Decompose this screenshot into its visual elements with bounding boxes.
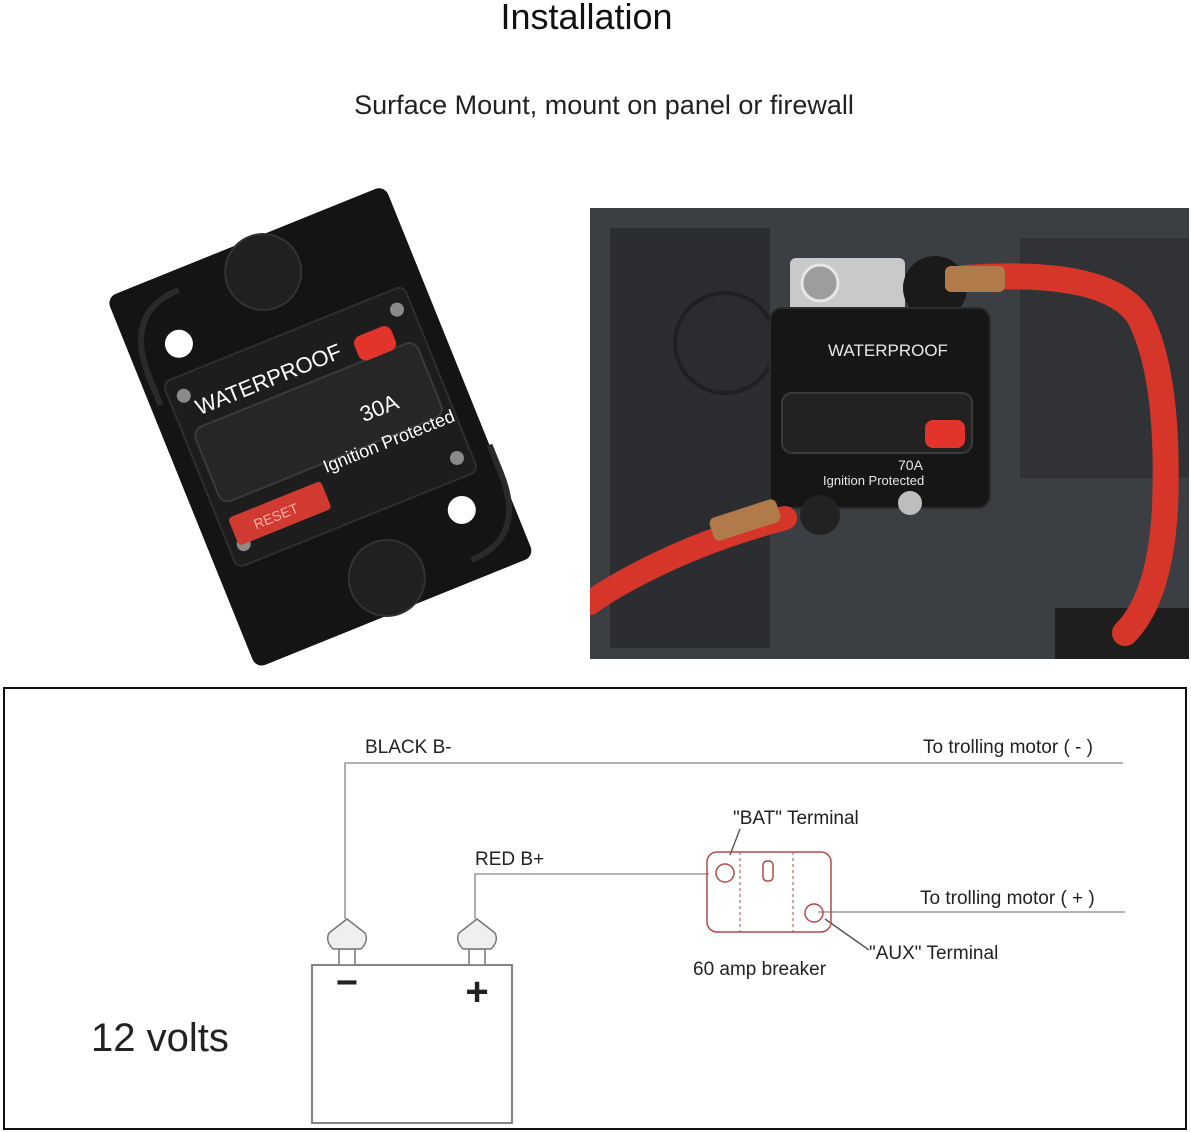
aux-terminal-label: "AUX" Terminal <box>869 943 998 964</box>
screw <box>449 450 464 465</box>
page-title: Installation <box>500 0 673 37</box>
bat-terminal-circle <box>715 863 735 883</box>
positive-symbol: + <box>465 970 488 1014</box>
trip-button <box>354 326 397 361</box>
motor-positive-label: To trolling motor ( + ) <box>920 888 1095 909</box>
aux-terminal-leader <box>824 918 870 951</box>
bottom-terminal-cap <box>347 538 426 617</box>
battery-voltage-label: 12 volts <box>91 1016 229 1060</box>
breaker-lever <box>781 392 973 454</box>
aux-terminal-circle <box>804 903 824 923</box>
bat-terminal-nut <box>800 263 840 303</box>
breaker-body: RESET WATERPROOF 30A Ignition Protected <box>109 188 532 666</box>
mount-hole-top <box>164 329 193 358</box>
page-subtitle: Surface Mount, mount on panel or firewal… <box>354 90 854 120</box>
aux-terminal-nut <box>898 491 922 515</box>
screw <box>390 302 405 317</box>
breaker-symbol <box>706 851 832 933</box>
wiring-diagram: − + BLACK B- To trolling motor ( - ) RED… <box>3 687 1187 1130</box>
neg-terminal-clamp <box>326 918 368 950</box>
screw <box>176 388 191 403</box>
pos-post <box>468 948 486 966</box>
red-wire <box>474 873 709 919</box>
reset-slot <box>762 860 774 882</box>
bat-terminal-label: "BAT" Terminal <box>733 808 859 829</box>
pos-terminal-clamp <box>456 918 498 950</box>
battery-body <box>311 964 513 1124</box>
diagram-frame <box>3 687 1187 1130</box>
mount-hole-bottom <box>447 495 476 524</box>
red-cable-top <box>952 263 1179 646</box>
reset-tab <box>229 481 331 545</box>
bat-terminal-leader <box>729 828 741 856</box>
motor-negative-label: To trolling motor ( - ) <box>923 737 1093 758</box>
black-wire <box>344 762 1123 919</box>
breaker-product-photo: RESET WATERPROOF 30A Ignition Protected <box>109 188 532 666</box>
reset-lever <box>194 342 443 503</box>
red-wire-label: RED B+ <box>475 849 544 870</box>
breaker-outline <box>706 851 832 933</box>
installed-breaker-photo: WATERPROOF 70A Ignition Protected <box>590 208 1189 659</box>
panel-knob <box>673 291 777 395</box>
cap-strap-top <box>138 287 180 407</box>
negative-symbol: − <box>336 962 358 1004</box>
black-wire-label: BLACK B- <box>365 737 452 758</box>
ignition-protected-label: Ignition Protected <box>823 473 924 488</box>
cap-strap-bottom <box>470 443 512 563</box>
trip-button <box>925 420 965 448</box>
cable-lug-top <box>945 266 1005 292</box>
rating-label: 70A <box>898 457 924 473</box>
top-terminal-cap <box>224 233 303 312</box>
cable-lug-bottom <box>709 499 781 541</box>
breaker-label: 60 amp breaker <box>693 959 827 980</box>
aux-terminal-cap <box>800 495 840 535</box>
waterproof-label: WATERPROOF <box>828 341 948 360</box>
